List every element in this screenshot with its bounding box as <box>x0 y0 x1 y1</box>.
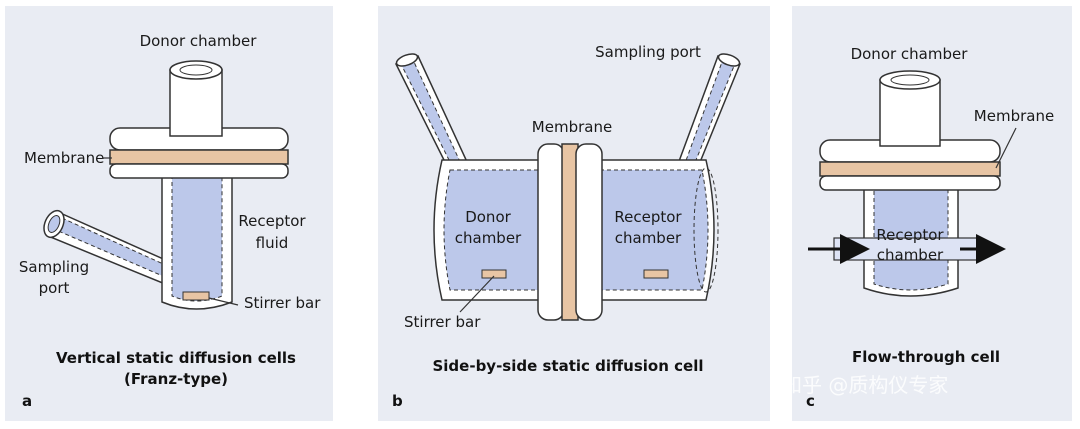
panel-b-receptor-label-1: Receptor <box>614 208 682 226</box>
panel-b-caption: Side-by-side static diffusion cell <box>432 357 703 375</box>
panel-a-membrane-label: Membrane <box>24 149 104 167</box>
panel-b-stirrer-leader <box>459 275 495 313</box>
panel-a-stirrer-bar <box>182 291 210 301</box>
panel-b-membrane-label: Membrane <box>532 118 612 136</box>
panel-a-membrane <box>109 149 289 165</box>
panel-b-membrane-flange <box>537 143 603 321</box>
panel-c-letter: c <box>806 392 815 410</box>
panel-a-flange <box>109 127 289 179</box>
panel-a-caption-1: Vertical static diffusion cells <box>56 349 296 367</box>
panel-b-donor-chamber <box>433 159 551 301</box>
panel-b-stirrer-bar <box>481 269 507 279</box>
panel-a-donor-label: Donor chamber <box>140 32 258 50</box>
panel-c-receptor-label-1: Receptor <box>876 226 944 244</box>
panel-c-membrane-leader <box>995 127 1017 169</box>
watermark-text: 知乎 @质构仪专家 <box>782 373 948 397</box>
panel-c-membrane <box>819 161 1001 177</box>
panel-a-letter: a <box>22 392 32 410</box>
panel-b-sampling-label: Sampling port <box>595 43 701 61</box>
panel-a-stirrer-label: Stirrer bar <box>244 294 321 312</box>
panel-b-donor-label-1: Donor <box>465 208 511 226</box>
panel-a-caption-2: (Franz-type) <box>124 370 228 388</box>
panel-c-donor-chamber <box>879 70 941 147</box>
panel-a-receptor-body <box>161 169 233 310</box>
panel-c-flange <box>819 139 1001 191</box>
panel-a: Donor chamber Membrane Receptor fluid Sa… <box>5 6 333 421</box>
panel-c: Donor chamber Membrane Receptor chamber … <box>792 6 1072 421</box>
panel-b-letter: b <box>392 392 403 410</box>
panel-b-receptor-label-2: chamber <box>615 229 682 247</box>
panel-a-sampling-label-1: Sampling <box>19 258 89 276</box>
panel-b-receptor-chamber <box>597 159 719 301</box>
panel-b-stirrer-label: Stirrer bar <box>404 313 481 331</box>
panel-a-donor-chamber <box>169 60 223 137</box>
panel-c-flow-tube <box>808 234 1006 264</box>
panel-c-donor-label: Donor chamber <box>851 45 969 63</box>
panel-c-membrane-label: Membrane <box>974 107 1054 125</box>
panel-a-stirrer-leader <box>208 297 239 306</box>
panel-c-caption: Flow-through cell <box>852 348 1000 366</box>
panel-c-receptor-label-2: chamber <box>877 246 944 264</box>
panel-b-sampling-port-left <box>394 53 470 173</box>
panel-a-receptor-label-2: fluid <box>256 234 289 252</box>
panel-b-sampling-port-right <box>677 53 741 173</box>
panel-a-sampling-label-2: port <box>39 279 70 297</box>
panel-b-donor-label-2: chamber <box>455 229 522 247</box>
panel-a-receptor-label-1: Receptor <box>238 212 306 230</box>
panel-b: Sampling port Membrane Donor chamber Rec… <box>378 6 770 421</box>
